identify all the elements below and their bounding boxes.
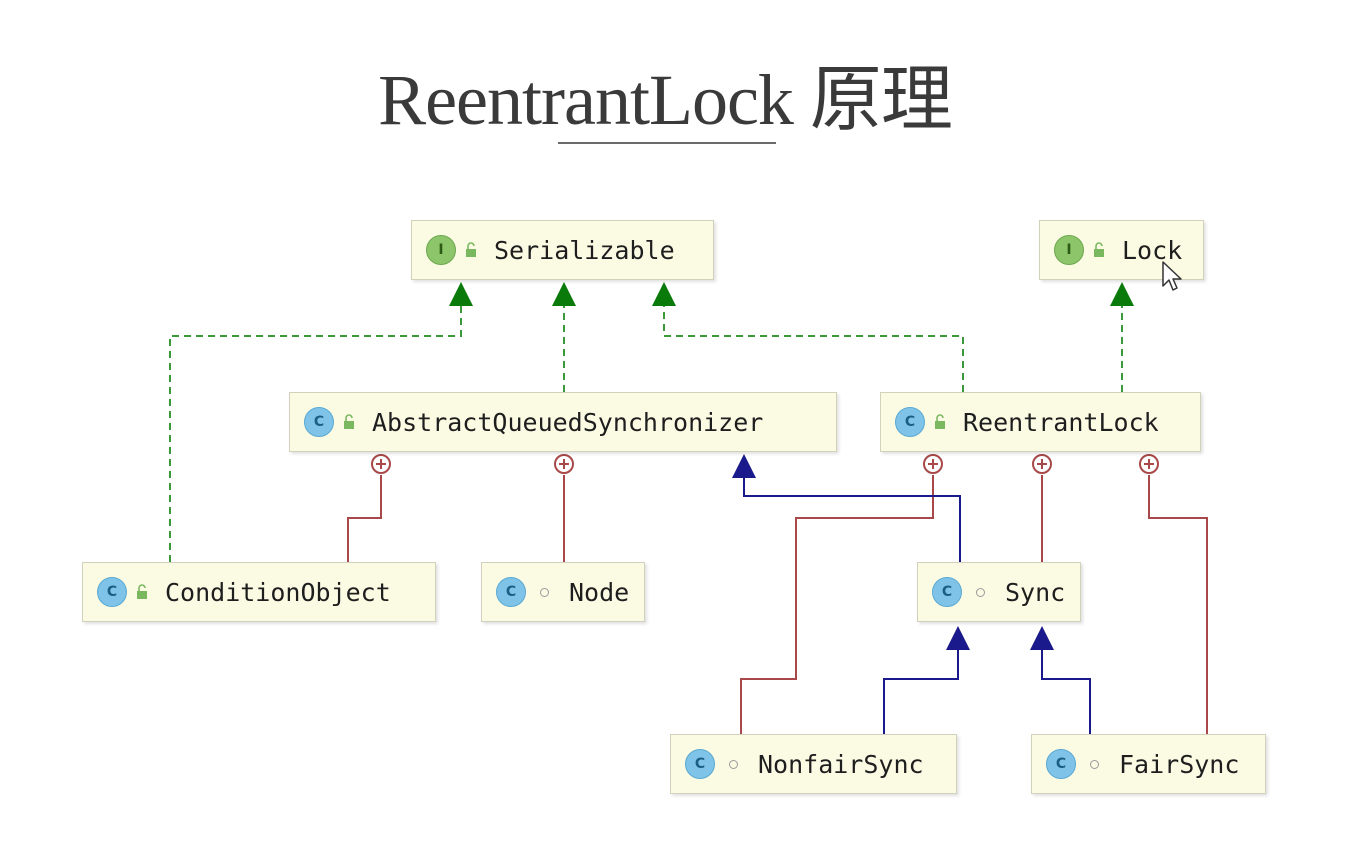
- class-name: NonfairSync: [758, 749, 924, 779]
- title-underline: [558, 142, 776, 144]
- edge-fairsync-extends-sync: [1041, 650, 1091, 734]
- class-node-conditionobject[interactable]: C ConditionObject: [82, 562, 436, 622]
- unlock-icon: [1094, 242, 1104, 257]
- abstract-class-icon: C: [304, 407, 334, 437]
- package-visibility-icon: [1090, 759, 1099, 769]
- implements-edges: [169, 306, 1123, 562]
- unlock-icon: [344, 414, 354, 429]
- edge-conditionobject-inner-of-aqs: [347, 475, 382, 562]
- package-visibility-icon: [729, 759, 738, 769]
- class-name: ConditionObject: [165, 577, 391, 607]
- class-name: Sync: [1005, 577, 1066, 607]
- class-name: Serializable: [494, 235, 675, 265]
- static-class-icon: C: [496, 577, 526, 607]
- arrowhead-serializable-2: [552, 282, 576, 306]
- edge-nonfairsync-inner-of-reentrantlock: [740, 475, 934, 734]
- class-node-lock[interactable]: I Lock: [1039, 220, 1204, 280]
- class-name: AbstractQueuedSynchronizer: [372, 407, 764, 437]
- class-name: FairSync: [1119, 749, 1240, 779]
- edge-conditionobject-implements-serializable: [169, 306, 462, 562]
- plus-marker-rl-left: [923, 454, 943, 474]
- edge-reentrantlock-implements-serializable: [663, 306, 964, 392]
- implements-arrowheads: [449, 282, 1134, 306]
- static-class-icon: C: [685, 749, 715, 779]
- class-node-node[interactable]: C Node: [481, 562, 645, 622]
- class-node-serializable[interactable]: I Serializable: [411, 220, 714, 280]
- arrowhead-sync-right: [1030, 626, 1054, 650]
- extends-edges: [743, 478, 1091, 734]
- inner-class-markers: [371, 454, 1159, 474]
- interface-icon: I: [1054, 235, 1084, 265]
- arrowhead-sync-left: [946, 626, 970, 650]
- plus-marker-aqs-left: [371, 454, 391, 474]
- unlock-icon: [137, 584, 147, 599]
- class-node-aqs[interactable]: C AbstractQueuedSynchronizer: [289, 392, 837, 452]
- arrowhead-lock: [1110, 282, 1134, 306]
- abstract-static-class-icon: C: [932, 577, 962, 607]
- plus-marker-rl-middle: [1032, 454, 1052, 474]
- unlock-icon: [466, 242, 476, 257]
- package-visibility-icon: [540, 587, 549, 597]
- mouse-cursor-icon: [1162, 261, 1182, 291]
- arrowhead-serializable-1: [449, 282, 473, 306]
- edge-nonfairsync-extends-sync: [883, 650, 959, 734]
- class-name: ReentrantLock: [963, 407, 1159, 437]
- page-title: ReentrantLock 原理: [378, 60, 953, 140]
- package-visibility-icon: [976, 587, 985, 597]
- edge-fairsync-inner-of-reentrantlock: [1148, 475, 1208, 734]
- class-icon: C: [97, 577, 127, 607]
- extends-arrowheads: [732, 454, 1054, 650]
- unlock-icon: [935, 414, 945, 429]
- class-node-fairsync[interactable]: C FairSync: [1031, 734, 1266, 794]
- class-node-reentrantlock[interactable]: C ReentrantLock: [880, 392, 1201, 452]
- class-node-nonfairsync[interactable]: C NonfairSync: [670, 734, 957, 794]
- class-node-sync[interactable]: C Sync: [917, 562, 1081, 622]
- arrowhead-aqs: [732, 454, 756, 478]
- interface-icon: I: [426, 235, 456, 265]
- plus-marker-rl-right: [1139, 454, 1159, 474]
- edge-sync-extends-aqs: [743, 478, 961, 562]
- arrowhead-serializable-3: [652, 282, 676, 306]
- class-name: Lock: [1122, 235, 1183, 265]
- inner-class-edges: [347, 475, 1208, 734]
- class-icon: C: [895, 407, 925, 437]
- static-class-icon: C: [1046, 749, 1076, 779]
- plus-marker-aqs-right: [554, 454, 574, 474]
- class-name: Node: [569, 577, 630, 607]
